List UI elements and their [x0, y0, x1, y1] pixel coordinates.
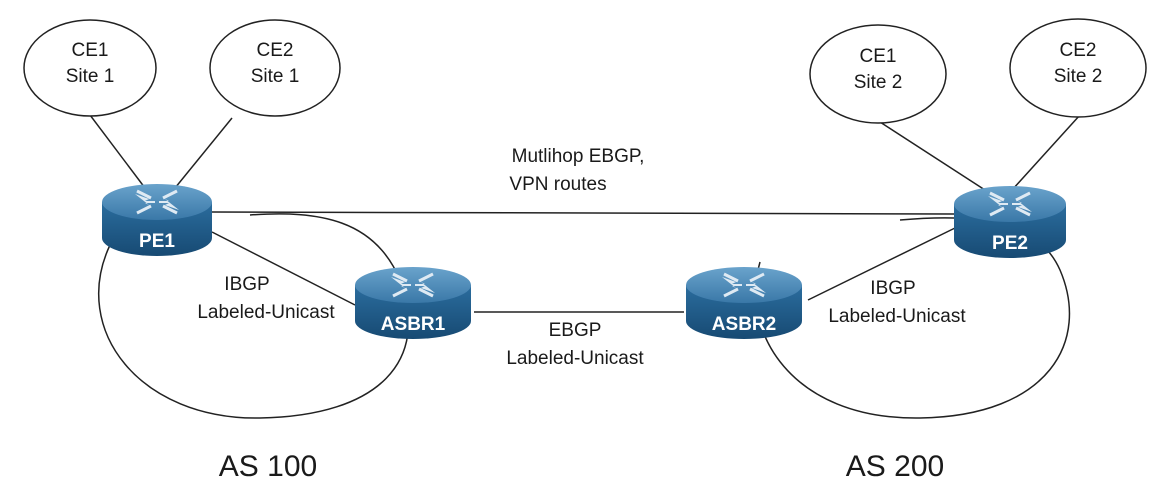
ce2-site1-line2: Site 1: [251, 66, 300, 87]
ce2-site1-node: CE2 Site 1: [209, 19, 341, 117]
pe1-router: PE1: [102, 184, 212, 256]
ce1-site1-node: CE1 Site 1: [23, 19, 157, 117]
ce2-site1-line1: CE2: [257, 40, 294, 61]
ebgp-line1: EBGP: [549, 320, 602, 341]
multihop-label-line2: VPN routes: [509, 174, 606, 195]
ce2-site2-node: CE2 Site 2: [1009, 18, 1147, 118]
ibgp-right-line1: IBGP: [870, 278, 915, 299]
asbr2-label: ASBR2: [712, 314, 776, 335]
ce1-site2-line1: CE1: [860, 46, 897, 67]
link-ce2site2-pe2: [1011, 114, 1081, 191]
link-pe1-asbr1: [211, 231, 356, 306]
ce2-site2-line1: CE2: [1060, 40, 1097, 61]
pe2-label: PE2: [992, 233, 1028, 254]
asbr1-label: ASBR1: [381, 314, 446, 335]
ce1-site2-line2: Site 2: [854, 72, 903, 93]
link-multihop-ebgp: [211, 211, 956, 215]
as100-boundary: [98, 213, 410, 419]
multihop-label-line1: Mutlihop EBGP,: [512, 146, 645, 167]
ebgp-line2: Labeled-Unicast: [506, 348, 644, 369]
asbr1-router: ASBR1: [355, 267, 471, 339]
ibgp-right-line2: Labeled-Unicast: [828, 306, 966, 327]
ce1-site1-line2: Site 1: [66, 66, 115, 87]
as100-label: AS 100: [219, 450, 317, 483]
as200-label: AS 200: [846, 450, 944, 483]
link-ce1site1-pe1: [89, 114, 146, 189]
ce1-site1-line1: CE1: [72, 40, 109, 61]
asbr2-router: ASBR2: [686, 267, 802, 339]
pe2-router: PE2: [954, 186, 1066, 258]
ce1-site2-node: CE1 Site 2: [809, 24, 947, 124]
pe1-label: PE1: [139, 231, 175, 252]
ibgp-left-line1: IBGP: [224, 274, 269, 295]
link-ce1site2-pe2: [879, 121, 986, 191]
link-asbr2-pe2: [807, 227, 956, 301]
ibgp-left-line2: Labeled-Unicast: [197, 302, 335, 323]
ce2-site2-line2: Site 2: [1054, 66, 1103, 87]
link-ce2site1-pe1: [174, 117, 233, 189]
